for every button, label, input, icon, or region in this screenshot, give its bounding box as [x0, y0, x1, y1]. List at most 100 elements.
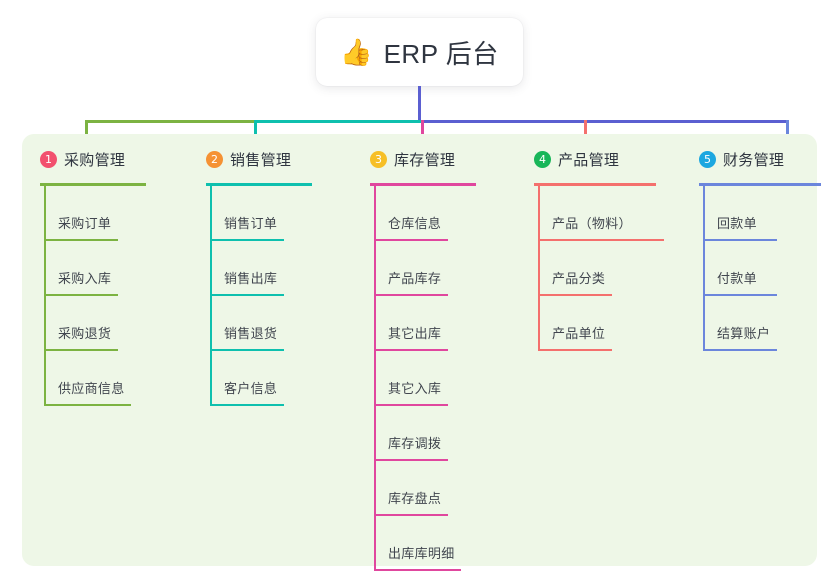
leaf-label: 产品单位 [552, 326, 606, 341]
leaf-item[interactable]: 销售订单 [188, 186, 291, 241]
leaf-item[interactable]: 销售退货 [188, 296, 291, 351]
branch-spine-3 [374, 186, 376, 571]
trunk-segment-blue [421, 120, 786, 123]
branch-items-4: 产品（物料） 产品分类产品单位 [516, 186, 664, 351]
leaf-label: 销售退货 [224, 326, 278, 341]
leaf-item[interactable]: 出库库明细 [352, 516, 461, 571]
leaf-underline [210, 239, 284, 241]
branch-items-1: 采购订单采购入库采购退货供应商信息 [22, 186, 131, 406]
leaf-label: 其它入库 [388, 381, 442, 396]
leaf-underline [210, 404, 284, 406]
branch-title-1: 采购管理 [64, 151, 126, 169]
branch-spine-2 [210, 186, 212, 406]
leaf-underline [374, 514, 448, 516]
leaf-underline [374, 239, 448, 241]
branch-spine-4 [538, 186, 540, 351]
leaf-item[interactable]: 其它出库 [352, 296, 455, 351]
leaf-item[interactable]: 库存盘点 [352, 461, 455, 516]
branch-spine-5 [703, 186, 705, 351]
leaf-underline [210, 349, 284, 351]
leaf-underline [703, 294, 777, 296]
leaf-item[interactable]: 库存调拨 [352, 406, 455, 461]
branch-underline-5 [699, 183, 821, 186]
leaf-label: 产品分类 [552, 271, 606, 286]
root-node[interactable]: 👍 ERP 后台 [316, 18, 523, 86]
leaf-item[interactable]: 仓库信息 [352, 186, 455, 241]
branch-underline-2 [206, 183, 312, 186]
branch-underline-4 [534, 183, 656, 186]
leaf-label: 产品（物料） [552, 216, 632, 231]
leaf-item[interactable]: 其它入库 [352, 351, 455, 406]
branch-underline-1 [40, 183, 146, 186]
leaf-item[interactable]: 产品分类 [516, 241, 619, 296]
leaf-label: 库存盘点 [388, 491, 442, 506]
branch-header-2[interactable]: 2 销售管理 [188, 140, 312, 186]
leaf-item[interactable]: 采购退货 [22, 296, 125, 351]
leaf-item[interactable]: 结算账户 [681, 296, 784, 351]
branch-column-1: 1 采购管理采购订单采购入库采购退货供应商信息 [22, 140, 146, 406]
root-stem [418, 86, 421, 123]
leaf-underline [44, 404, 131, 406]
leaf-underline [374, 349, 448, 351]
root-title: ERP 后台 [383, 38, 499, 69]
branch-column-2: 2 销售管理销售订单销售出库销售退货客户信息 [188, 140, 312, 406]
branch-header-1[interactable]: 1 采购管理 [22, 140, 146, 186]
branch-column-5: 5 财务管理回款单付款单结算账户 [681, 140, 821, 351]
leaf-label: 出库库明细 [388, 546, 455, 561]
leaf-underline [374, 404, 448, 406]
branch-title-2: 销售管理 [230, 151, 292, 169]
leaf-item[interactable]: 销售出库 [188, 241, 291, 296]
thumbs-up-icon: 👍 [340, 37, 373, 67]
branch-badge-5: 5 [699, 150, 716, 168]
leaf-item[interactable]: 产品（物料） [516, 186, 664, 241]
leaf-item[interactable]: 产品库存 [352, 241, 455, 296]
leaf-item[interactable]: 付款单 [681, 241, 784, 296]
leaf-underline [538, 349, 612, 351]
branch-header-5[interactable]: 5 财务管理 [681, 140, 821, 186]
leaf-item[interactable]: 采购订单 [22, 186, 125, 241]
leaf-item[interactable]: 采购入库 [22, 241, 125, 296]
leaf-label: 供应商信息 [58, 381, 125, 396]
leaf-label: 客户信息 [224, 381, 278, 396]
leaf-label: 采购退货 [58, 326, 112, 341]
leaf-item[interactable]: 产品单位 [516, 296, 619, 351]
branch-badge-3: 3 [370, 150, 387, 168]
leaf-underline [44, 239, 118, 241]
branch-underline-3 [370, 183, 476, 186]
leaf-label: 采购订单 [58, 216, 112, 231]
trunk-segment-teal [254, 120, 421, 123]
leaf-item[interactable]: 供应商信息 [22, 351, 131, 406]
branch-title-5: 财务管理 [723, 151, 785, 169]
leaf-underline [703, 349, 777, 351]
leaf-label: 销售订单 [224, 216, 278, 231]
leaf-underline [538, 239, 664, 241]
leaf-item[interactable]: 回款单 [681, 186, 784, 241]
leaf-label: 其它出库 [388, 326, 442, 341]
leaf-label: 结算账户 [717, 326, 771, 341]
leaf-underline [44, 294, 118, 296]
leaf-label: 采购入库 [58, 271, 112, 286]
leaf-label: 销售出库 [224, 271, 278, 286]
leaf-item[interactable]: 客户信息 [188, 351, 291, 406]
leaf-underline [703, 239, 777, 241]
branch-badge-2: 2 [206, 150, 223, 168]
leaf-label: 付款单 [717, 271, 757, 286]
branch-items-3: 仓库信息产品库存其它出库其它入库库存调拨库存盘点出库库明细 [352, 186, 461, 571]
leaf-label: 仓库信息 [388, 216, 442, 231]
trunk-segment-green [85, 120, 254, 123]
branch-badge-1: 1 [40, 150, 57, 168]
branch-badge-4: 4 [534, 150, 551, 168]
leaf-underline [210, 294, 284, 296]
branch-items-5: 回款单付款单结算账户 [681, 186, 784, 351]
leaf-underline [538, 294, 612, 296]
leaf-underline [374, 294, 448, 296]
leaf-underline [44, 349, 118, 351]
branch-items-2: 销售订单销售出库销售退货客户信息 [188, 186, 291, 406]
leaf-underline [374, 459, 448, 461]
leaf-label: 回款单 [717, 216, 757, 231]
